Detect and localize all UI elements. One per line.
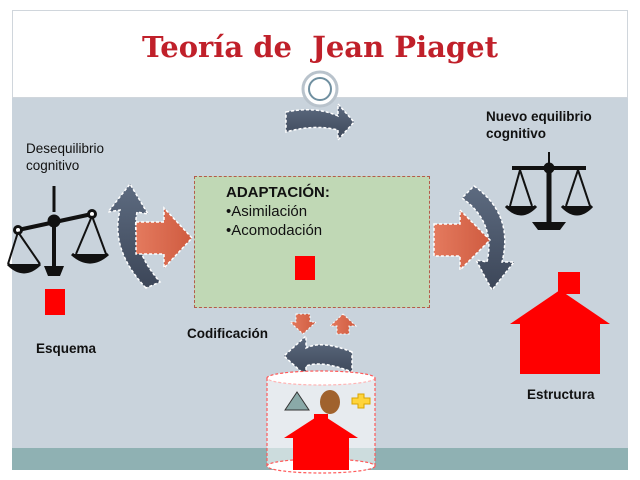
up-orange-arrow-icon	[328, 313, 358, 335]
esquema-red-square	[45, 289, 65, 315]
page-title: Teoría de Jean Piaget	[141, 30, 499, 64]
codificacion-label: Codificación	[187, 326, 269, 341]
top-curved-arrow-icon	[285, 102, 356, 142]
nuevo-equilibrio-label: Nuevo equilibrio cognitivo	[486, 108, 592, 142]
adaptacion-box	[194, 176, 430, 308]
estructura-label: Estructura	[527, 387, 595, 402]
esquema-label: Esquema	[36, 341, 97, 356]
bottom-curved-arrow-icon	[282, 334, 353, 378]
asimilacion-item: •Asimilación	[226, 203, 308, 220]
right-curved-arrow-icon	[460, 185, 516, 292]
desequilibrio-label: Desequilibrio cognitivo	[26, 140, 104, 174]
cylinder-icon	[266, 370, 376, 474]
down-orange-arrow-icon	[288, 313, 318, 335]
desequilibrio-line-2: cognitivo	[26, 158, 80, 173]
scale-balanced-icon	[504, 152, 594, 230]
nuevo-equilibrio-line-1: Nuevo equilibrio	[486, 109, 592, 124]
house-icon	[510, 272, 610, 374]
scale-unbalanced-icon	[6, 186, 109, 276]
right-orange-arrow-icon	[433, 208, 492, 272]
desequilibrio-line-1: Desequilibrio	[26, 141, 105, 156]
circle-ornament-icon	[301, 70, 339, 108]
adaptacion-text: ADAPTACIÓN: •Asimilación •Acomodación	[226, 183, 330, 240]
adaptacion-heading: ADAPTACIÓN:	[226, 184, 330, 201]
adaptacion-red-square	[295, 256, 315, 280]
left-orange-arrow-icon	[135, 206, 194, 270]
nuevo-equilibrio-line-2: cognitivo	[486, 126, 546, 141]
left-curved-arrow-icon	[106, 182, 162, 289]
acomodacion-item: •Acomodación	[226, 222, 323, 239]
